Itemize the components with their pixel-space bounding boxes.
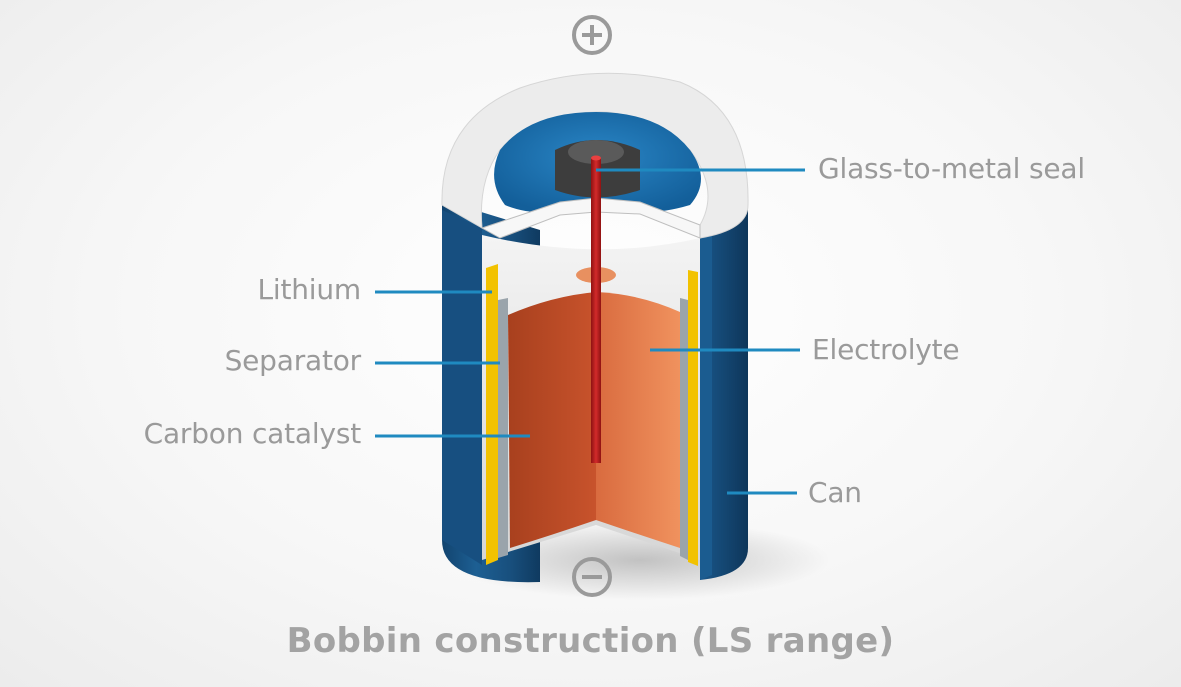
label-glass-to-metal-seal: Glass-to-metal seal bbox=[818, 152, 1085, 185]
negative-terminal-icon bbox=[572, 557, 612, 597]
diagram-caption: Bobbin construction (LS range) bbox=[286, 621, 895, 661]
separator-right bbox=[680, 298, 688, 560]
label-carbon-catalyst: Carbon catalyst bbox=[143, 417, 362, 450]
lithium-layer-right bbox=[688, 270, 698, 566]
label-lithium: Lithium bbox=[257, 273, 361, 306]
can-wall-right-cut bbox=[700, 232, 712, 580]
lithium-layer-left bbox=[486, 264, 498, 565]
label-can: Can bbox=[808, 476, 862, 509]
seal-top bbox=[568, 140, 624, 164]
carbon-catalyst-right bbox=[596, 292, 680, 548]
positive-terminal-icon bbox=[572, 15, 612, 55]
label-separator: Separator bbox=[224, 344, 362, 377]
can-wall-left-cut bbox=[442, 210, 482, 565]
pin-tip bbox=[591, 155, 601, 161]
separator-left bbox=[498, 298, 508, 558]
current-collector-pin bbox=[591, 158, 601, 463]
label-electrolyte: Electrolyte bbox=[812, 333, 960, 366]
carbon-catalyst-left bbox=[508, 292, 596, 548]
